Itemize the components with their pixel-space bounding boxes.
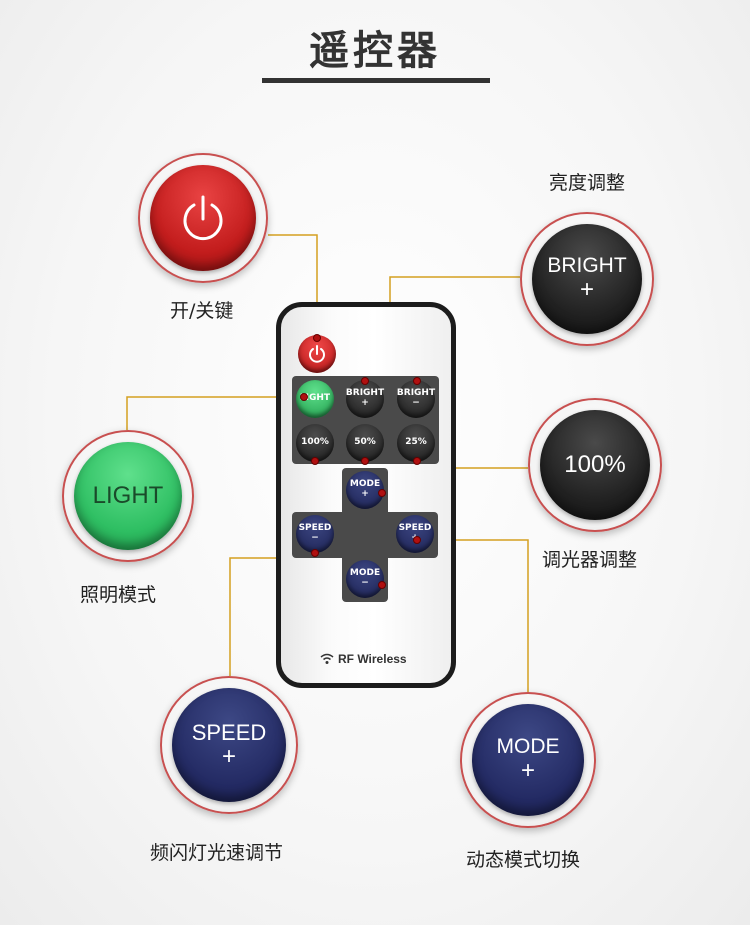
- remote-100-label: 100%: [301, 437, 329, 448]
- speed-callout-button: SPEED +: [172, 688, 286, 802]
- remote-speed-plus-label: SPEED: [398, 523, 432, 534]
- remote-25-button[interactable]: 25%: [397, 424, 435, 462]
- title-underline: [262, 78, 490, 83]
- remote-bright-plus-label: BRIGHT: [345, 388, 385, 399]
- bright-plus-dot: [361, 377, 369, 385]
- light-dot: [300, 393, 308, 401]
- remote-mode-plus-label: MODE: [349, 479, 381, 490]
- bright-minus-dot: [413, 377, 421, 385]
- speed-callout-text: SPEED: [191, 719, 267, 745]
- remote-50-label: 50%: [354, 437, 376, 448]
- remote-bright-minus-sign: −: [412, 398, 420, 408]
- page-title: 遥控器: [309, 28, 441, 74]
- pct100-dot: [311, 457, 319, 465]
- mode-callout-plus: +: [520, 757, 535, 785]
- light-mode-label: 照明模式: [80, 584, 157, 606]
- bright-callout-button: BRIGHT +: [532, 224, 642, 334]
- remote-brand: RF Wireless: [320, 652, 407, 666]
- mode-callout-text: MODE: [496, 735, 560, 759]
- dimmer-label: 调光器调整: [542, 549, 638, 571]
- power-callout-button: [150, 165, 256, 271]
- pct50-dot: [361, 457, 369, 465]
- mode-label: 动态模式切换: [466, 849, 581, 871]
- remote-bright-plus-sign: +: [361, 398, 369, 408]
- remote-speed-minus-button[interactable]: SPEED −: [296, 515, 334, 553]
- remote-power-button[interactable]: [298, 335, 336, 373]
- speed-callout-plus: +: [221, 742, 236, 770]
- dimmer-callout-text: 100%: [564, 451, 626, 479]
- remote-bright-plus-button[interactable]: BRIGHT +: [346, 380, 384, 418]
- power-icon: [183, 195, 223, 241]
- power-callout: [138, 153, 268, 283]
- remote-bright-minus-label: BRIGHT: [396, 388, 436, 399]
- remote-brand-text: RF Wireless: [338, 652, 407, 666]
- wifi-icon: [320, 653, 334, 664]
- bright-callout-text: BRIGHT: [547, 254, 627, 278]
- remote-mode-minus-sign: −: [361, 578, 369, 588]
- bright-callout: BRIGHT +: [520, 212, 654, 346]
- light-callout-text: LIGHT: [92, 482, 164, 510]
- light-callout: LIGHT: [62, 430, 194, 562]
- remote-mode-plus-button[interactable]: MODE +: [346, 471, 384, 509]
- speed-callout: SPEED +: [160, 676, 298, 814]
- remote-speed-plus-button[interactable]: SPEED +: [396, 515, 434, 553]
- dimmer-callout-button: 100%: [540, 410, 650, 520]
- power-label: 开/关键: [170, 300, 234, 322]
- remote-speed-minus-sign: −: [311, 533, 319, 543]
- speed-label: 频闪灯光速调节: [150, 842, 284, 864]
- mode-minus-dot: [378, 581, 386, 589]
- speed-plus-dot: [413, 536, 421, 544]
- remote-bright-minus-button[interactable]: BRIGHT −: [397, 380, 435, 418]
- bright-callout-plus: +: [579, 276, 594, 304]
- speed-minus-dot: [311, 549, 319, 557]
- remote-power-icon: [309, 345, 325, 363]
- mode-plus-dot: [378, 489, 386, 497]
- brightness-label: 亮度调整: [549, 172, 626, 194]
- remote-100-button[interactable]: 100%: [296, 424, 334, 462]
- remote-mode-plus-sign: +: [361, 489, 369, 499]
- light-callout-button: LIGHT: [74, 442, 182, 550]
- remote-speed-minus-label: SPEED: [298, 523, 332, 534]
- remote-50-button[interactable]: 50%: [346, 424, 384, 462]
- mode-callout-button: MODE +: [472, 704, 584, 816]
- dimmer-callout: 100%: [528, 398, 662, 532]
- pct25-dot: [413, 457, 421, 465]
- mode-callout: MODE +: [460, 692, 596, 828]
- remote-mode-minus-button[interactable]: MODE −: [346, 560, 384, 598]
- power-dot: [313, 334, 321, 342]
- remote-25-label: 25%: [405, 437, 427, 448]
- remote-light-label: LIGHT: [299, 393, 331, 404]
- remote-mode-minus-label: MODE: [349, 568, 381, 579]
